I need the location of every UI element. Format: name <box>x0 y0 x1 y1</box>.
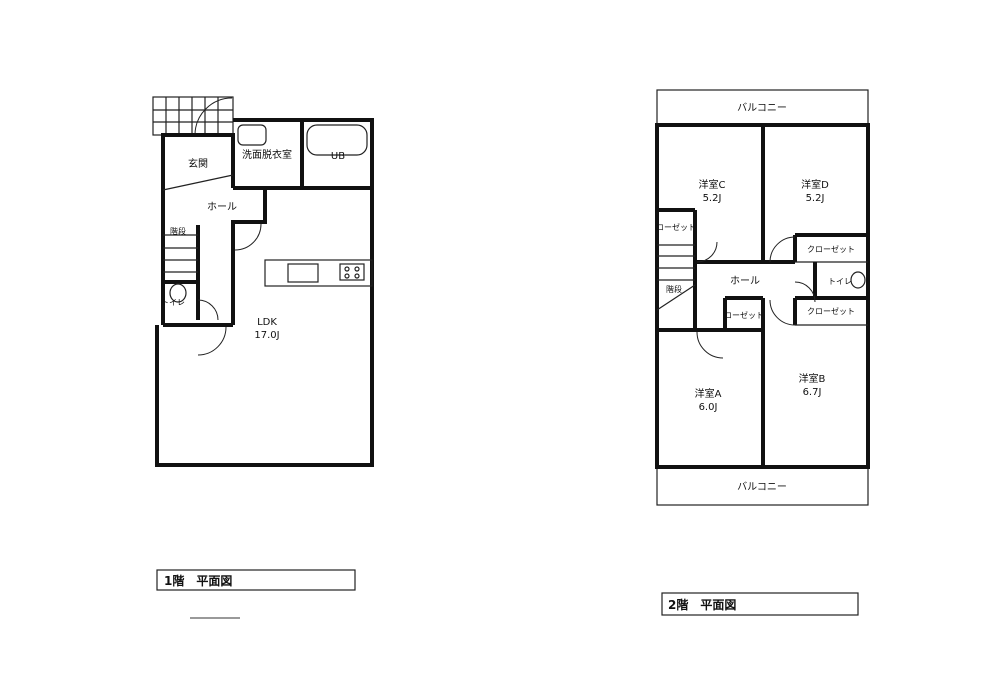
room-label-balcony-top: バルコニー <box>737 102 787 114</box>
room-label-ldk-size: 17.0J <box>254 330 279 341</box>
room-label-room-c: 洋室C <box>699 178 726 191</box>
room-label-toilet-2f: トイレ <box>828 277 852 286</box>
floor-1-caption-box: 1階 平面図 <box>156 569 356 591</box>
floor-2-plan: バルコニー バルコニー 洋室C 5.2J 洋室D 5.2J 洋室A 6.0J 洋… <box>655 89 870 506</box>
room-label-room-b-size: 6.7J <box>803 387 822 398</box>
room-label-closet-hall: ローゼット <box>724 310 764 320</box>
porch-tiles <box>152 96 234 136</box>
room-label-room-a: 洋室A <box>695 387 722 400</box>
room-label-hall: ホール <box>207 201 237 213</box>
stairs-2f <box>656 255 696 311</box>
room-label-room-c-size: 5.2J <box>703 193 722 204</box>
room-label-ldk: LDK <box>257 317 277 328</box>
stairs-1f <box>163 234 198 284</box>
floor-2-caption-box: 2階 平面図 <box>661 592 859 616</box>
room-label-closet-small: ローゼット <box>656 222 696 232</box>
room-label-balcony-bottom: バルコニー <box>737 481 787 493</box>
room-label-room-d: 洋室D <box>801 178 829 191</box>
room-label-washroom: 洗面脱衣室 <box>242 148 292 161</box>
room-label-room-b: 洋室B <box>799 372 826 385</box>
room-label-closet-d: クローゼット <box>807 244 855 254</box>
room-label-room-a-size: 6.0J <box>699 402 718 413</box>
floor-1-caption: 1階 平面図 <box>164 573 232 588</box>
room-label-room-d-size: 5.2J <box>806 193 825 204</box>
washbasin <box>237 124 267 146</box>
floor-2-caption: 2階 平面図 <box>668 597 736 612</box>
room-label-hall-2f: ホール <box>730 275 760 287</box>
room-label-entrance: 玄関 <box>188 157 208 170</box>
room-label-stairs-2f: 階段 <box>666 284 682 294</box>
room-label-closet-b: クローゼット <box>807 306 855 316</box>
room-label-toilet: トイレ <box>161 298 185 307</box>
room-label-bath: UB <box>331 151 345 162</box>
toilet-fixture <box>169 283 187 303</box>
room-label-stairs: 階段 <box>170 226 186 236</box>
floor-1-exterior-wall <box>155 118 374 467</box>
kitchen-counter <box>264 259 373 287</box>
bathtub <box>306 124 368 156</box>
toilet-fixture-2f <box>850 271 866 289</box>
floor-1-plan: 玄関 洗面脱衣室 UB ホール 階段 トイレ LDK 17.0J <box>152 96 374 467</box>
